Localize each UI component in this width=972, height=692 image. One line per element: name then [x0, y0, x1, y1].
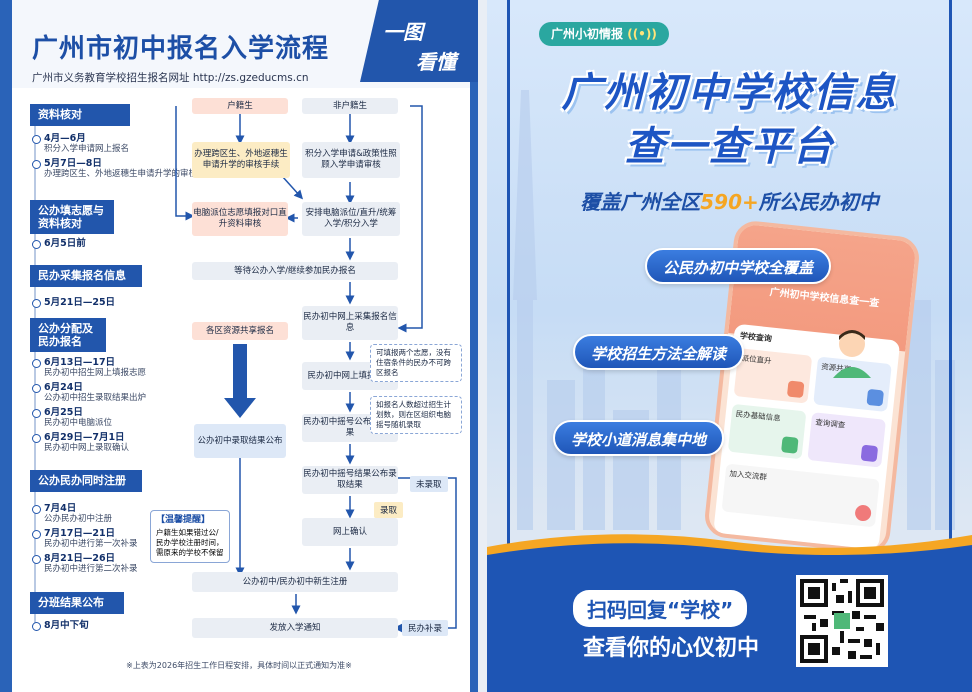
phone-tile[interactable]: 民办基础信息 — [727, 403, 807, 460]
flowchart-panel: 广州市初中报名入学流程 广州市义务教育学校招生报名网址 http://zs.gz… — [0, 0, 478, 692]
timeline-section: 公办填志愿与资料核对 — [30, 200, 114, 234]
timeline-item: 7月17日—21日民办初中进行第一次补录 — [32, 528, 138, 550]
flow-step: 积分入学申请&政策性照顾入学申请审核 — [302, 142, 400, 178]
signal-icon: ((•)) — [627, 27, 657, 41]
timeline-section: 公办分配及民办报名 — [30, 318, 106, 352]
flow-arrows — [175, 105, 457, 633]
timeline-item: 8月中下旬 — [32, 620, 89, 631]
non-hukou-label: 非户籍生 — [302, 98, 398, 114]
timeline-section: 资料核对 — [30, 104, 130, 126]
not-admitted-tag: 未录取 — [410, 476, 448, 492]
school-icon — [786, 380, 805, 399]
chat-icon — [854, 504, 872, 522]
reminder-box: 【温馨提醒】 户籍生如果错过公/民办学校注册时间，需原来的学校不保留 — [150, 510, 230, 563]
left-edge-stripe — [0, 0, 12, 692]
reminder-body: 户籍生如果错过公/民办学校注册时间，需原来的学校不保留 — [156, 528, 224, 557]
feature-bubble: 学校招生方法全解读 — [573, 334, 745, 370]
schedule-footnote: ※上表为2026年招生工作日程安排，具体时间以正式通知为准※ — [126, 661, 352, 670]
feature-bubble: 公民办初中学校全覆盖 — [645, 248, 832, 284]
flow-step: 公办初中/民办初中新生注册 — [192, 572, 398, 592]
share-icon — [866, 388, 885, 407]
timeline-item: 6月29日—7月1日民办初中网上录取确认 — [32, 432, 129, 454]
flow-step: 民办初中摇号结果公布录取结果 — [302, 466, 398, 494]
feature-bubble: 学校小道消息集中地 — [553, 420, 725, 456]
timeline-item: 6月25日民办初中电脑派位 — [32, 407, 112, 429]
phone-tile[interactable]: 加入交流群 — [721, 463, 880, 528]
timeline-section: 公办民办同时注册 — [30, 470, 142, 492]
checklist-icon — [860, 444, 879, 463]
document-icon — [781, 436, 799, 454]
scan-subtitle: 查看你的心仪初中 — [583, 636, 760, 661]
admitted-tag: 录取 — [374, 502, 404, 518]
timeline-section: 分班结果公布 — [30, 592, 124, 614]
flow-step: 各区资源共享报名 — [192, 322, 288, 340]
flow-step: 安排电脑派位/直升/统筹入学/积分入学 — [302, 202, 400, 236]
brand-logo[interactable]: 广州小初情报 ((•)) — [539, 22, 669, 46]
badge-text-1: 一图 — [383, 20, 423, 44]
phone-tile[interactable]: 派位直升 — [733, 348, 813, 404]
flow-step: 办理跨区生、外地返穗生申请升学的审核手续 — [192, 142, 290, 178]
qr-code[interactable] — [796, 575, 888, 667]
avatar — [833, 330, 871, 378]
lottery-note: 如报名人数超过招生计划数，则在区组织电脑摇号随机录取 — [370, 396, 462, 434]
headline-line1: 广州初中学校信息 — [561, 70, 898, 116]
right-edge-stripe — [470, 0, 478, 692]
timeline-line — [34, 120, 36, 630]
panel-frame — [507, 0, 952, 692]
qr-code-icon — [800, 579, 884, 663]
headline-line2: 查一查平台 — [624, 124, 835, 170]
hukou-label: 户籍生 — [192, 98, 288, 114]
timeline-item: 8月21日—26日民办初中进行第二次补录 — [32, 553, 138, 575]
coverage-line: 覆盖广州全区590+所公民办初中 — [580, 190, 879, 214]
page-title: 广州市初中报名入学流程 — [32, 34, 330, 64]
timeline-item: 5月7日—8日办理跨区生、外地返穗生申请升学的审核手续 — [32, 158, 214, 180]
flow-step: 等待公办入学/继续参加民办报名 — [192, 262, 398, 280]
promo-panel: 广州小初情报 ((•)) 广州初中学校信息 查一查平台 覆盖广州全区590+所公… — [487, 0, 972, 692]
coverage-number: 590+ — [700, 190, 759, 214]
timeline-item: 6月5日前 — [32, 238, 86, 249]
reminder-title: 【温馨提醒】 — [156, 515, 211, 525]
phone-section-title: 学校查询 — [739, 331, 773, 344]
phone-tile[interactable]: 查询调查 — [807, 412, 886, 468]
enrollment-url[interactable]: 广州市义务教育学校招生报名网址 http://zs.gzeducms.cn — [32, 72, 309, 84]
flow-step: 民办初中网上采集报名信息 — [302, 306, 398, 340]
timeline-item: 6月24日公办初中招生录取结果出炉 — [32, 382, 146, 404]
flow-step: 公办初中录取结果公布 — [194, 424, 286, 458]
scan-instruction: 扫码回复“学校” — [573, 590, 748, 627]
flow-step: 发放入学通知 — [192, 618, 398, 638]
badge-text-2: 看懂 — [416, 50, 456, 74]
summary-badge — [360, 0, 478, 82]
supplement-tag: 民办补录 — [402, 620, 449, 636]
timeline-section: 民办采集报名信息 — [30, 265, 142, 287]
timeline-item: 4月—6月积分入学申请网上报名 — [32, 133, 129, 155]
flow-step: 电脑派位志愿填报对口直升资料审核 — [192, 202, 288, 236]
flow-step: 网上确认 — [302, 518, 398, 546]
timeline-item: 6月13日—17日民办初中招生网上填报志愿 — [32, 357, 146, 379]
choice-note: 可填报两个志愿，没有住宿条件的民办不可跨区报名 — [370, 344, 462, 382]
timeline-item: 5月21日—25日 — [32, 297, 115, 308]
timeline-item: 7月4日公办民办初中注册 — [32, 503, 112, 525]
